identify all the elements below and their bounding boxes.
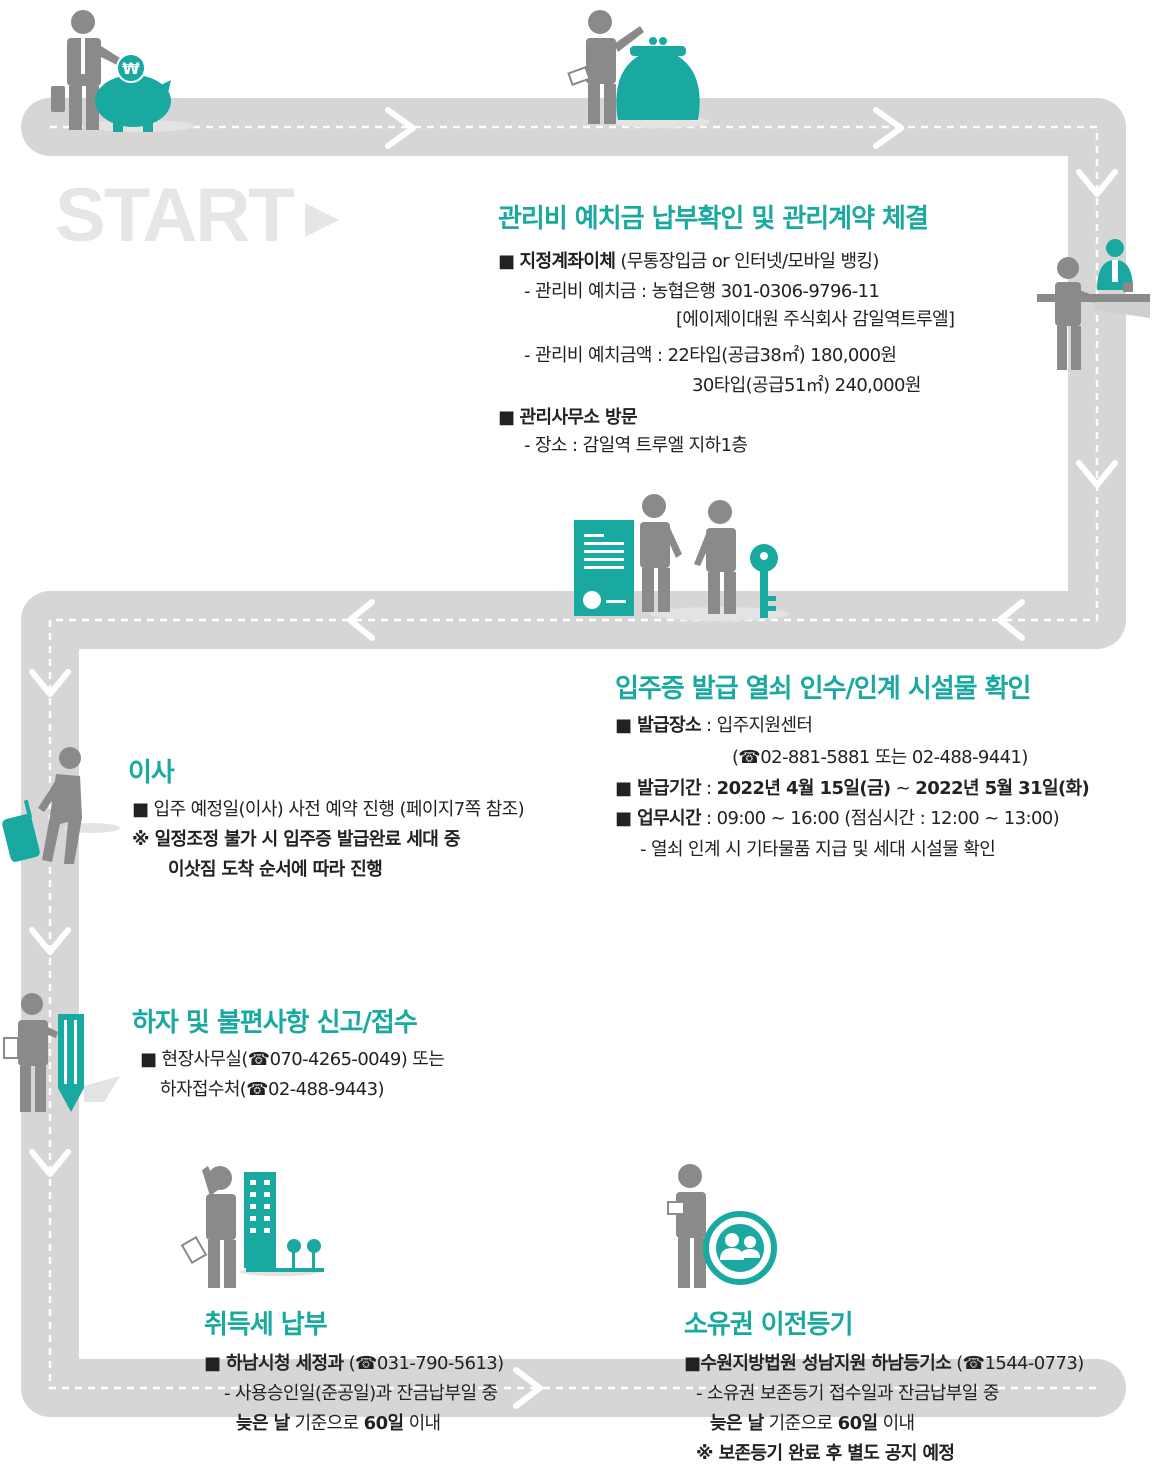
step2-business-hours: ■ 업무시간 : 09:00 ~ 16:00 (점심시간 : 12:00 ~ 1… (615, 808, 1060, 829)
svg-text:₩: ₩ (122, 59, 140, 78)
moving-luggage-icon (2, 747, 120, 864)
step1-office-visit: ■ 관리사무소 방문 (498, 407, 638, 428)
step5-condition: - 사용승인일(준공일)과 잔금납부일 중 (224, 1383, 498, 1404)
step1-transfer: ■ 지정계좌이체 (무통장입금 or 인터넷/모바일 뱅킹) (498, 251, 879, 272)
purse-icon (567, 10, 710, 128)
step6-deadline: 늦은 날 기준으로 60일 이내 (710, 1413, 915, 1434)
step1-office-location: - 장소 : 감일역 트루엘 지하1층 (524, 435, 748, 456)
step6-registry-office: ■수원지방법원 성남지원 하남등기소 (☎1544-0773) (684, 1353, 1084, 1374)
step3-notice-cont: 이삿짐 도착 순서에 따라 진행 (168, 859, 383, 880)
step6-title: 소유권 이전등기 (684, 1310, 853, 1340)
step4-defect-center: 하자접수처(☎02-488-9443) (160, 1079, 385, 1100)
step1-deposit-amount-30: 30타입(공급51㎡) 240,000원 (692, 375, 921, 396)
step6-condition: - 소유권 보존등기 접수일과 잔금납부일 중 (696, 1383, 999, 1404)
step2-issue-place: ■ 발급장소 : 입주지원센터 (615, 715, 813, 736)
certificate-key-icon (574, 494, 790, 621)
step1-deposit-account: - 관리비 예치금 : 농협은행 301-0306-9796-11 (524, 281, 880, 302)
step3-reservation: ■ 입주 예정일(이사) 사전 예약 진행 (페이지7쪽 참조) (132, 799, 525, 820)
step2-title: 입주증 발급 열쇠 인수/인계 시설물 확인 (615, 674, 1031, 704)
start-label: START (55, 173, 295, 258)
ownership-registry-icon (667, 1164, 777, 1288)
step5-tax-office: ■ 하남시청 세정과 (☎031-790-5613) (204, 1353, 504, 1374)
step1-title: 관리비 예치금 납부확인 및 관리계약 체결 (498, 204, 929, 234)
step5-deadline: 늦은 날 기준으로 60일 이내 (236, 1413, 441, 1434)
step5-title: 취득세 납부 (204, 1310, 328, 1340)
step3-title: 이사 (128, 758, 175, 788)
start-arrow-icon (305, 203, 339, 237)
building-tax-icon (180, 1166, 324, 1288)
pencil-report-icon (3, 993, 120, 1112)
office-desk-icon (1037, 239, 1150, 370)
step6-notice: ※ 보존등기 완료 후 별도 공지 예정 (696, 1443, 955, 1464)
piggy-bank-icon: ₩ (51, 10, 195, 132)
step2-issue-period: ■ 발급기간 : 2022년 4월 15일(금) ~ 2022년 5월 31일(… (615, 778, 1090, 799)
step1-account-holder: [에이제이대원 주식회사 감일역트루엘] (676, 309, 955, 330)
step4-site-office: ■ 현장사무실(☎070-4265-0049) 또는 (140, 1049, 445, 1070)
step2-key-handover: - 열쇠 인계 시 기타물품 지급 및 세대 시설물 확인 (640, 839, 996, 860)
step4-title: 하자 및 불편사항 신고/접수 (132, 1008, 418, 1038)
step2-issue-phone: (☎02-881-5881 또는 02-488-9441) (732, 747, 1028, 768)
step3-notice: ※ 일정조정 불가 시 입주증 발급완료 세대 중 (132, 829, 460, 850)
step1-deposit-amount-22: - 관리비 예치금액 : 22타입(공급38㎡) 180,000원 (524, 345, 897, 366)
